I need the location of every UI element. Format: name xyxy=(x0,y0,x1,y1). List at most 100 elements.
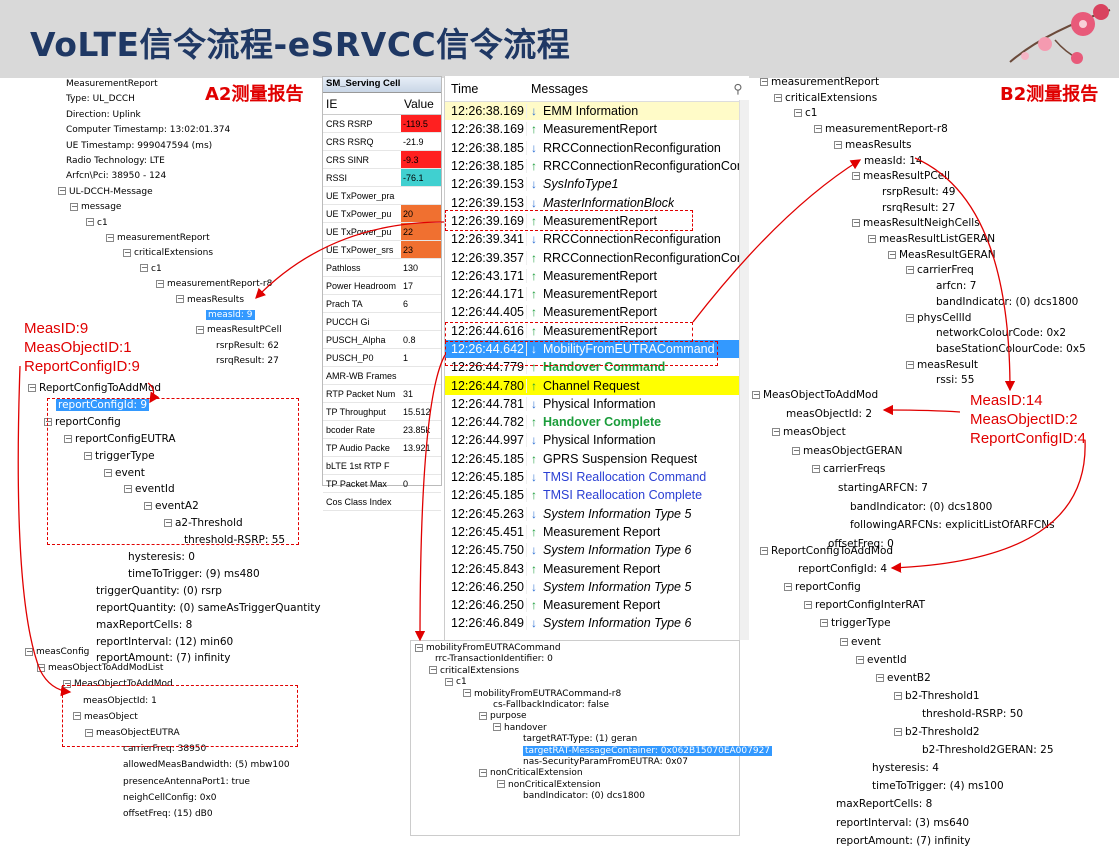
param-row[interactable]: bLTE 1st RTP F xyxy=(323,457,441,475)
message-row[interactable]: 12:26:44.642↓MobilityFromEUTRACommand xyxy=(445,339,749,359)
tree-node[interactable]: Radio Technology: LTE xyxy=(66,156,165,166)
collapse-icon[interactable]: − xyxy=(792,445,800,455)
collapse-icon[interactable]: − xyxy=(86,217,94,227)
param-row[interactable]: Cos Class Index xyxy=(323,493,441,511)
tree-node[interactable]: measObjectId: 1 xyxy=(83,696,157,706)
collapse-icon[interactable]: − xyxy=(814,124,822,134)
tree-node[interactable]: −event xyxy=(840,636,881,648)
collapse-icon[interactable]: − xyxy=(106,232,114,242)
tree-node[interactable]: reportAmount: (7) infinity xyxy=(96,652,231,664)
tree-node[interactable]: networkColourCode: 0x2 xyxy=(936,327,1066,339)
collapse-icon[interactable]: − xyxy=(772,427,780,437)
collapse-icon[interactable]: − xyxy=(70,201,78,211)
tree-node[interactable]: −carrierFreqs xyxy=(812,463,885,475)
tree-node[interactable]: measObjectId: 2 xyxy=(786,408,872,420)
tree-node[interactable]: −MeasResultGERAN xyxy=(888,249,996,261)
tree-node[interactable]: offsetFreq: (15) dB0 xyxy=(123,809,213,819)
collapse-icon[interactable]: − xyxy=(156,278,164,288)
message-row[interactable]: 12:26:44.616↑MeasurementReport xyxy=(445,322,749,340)
tree-node[interactable]: measId: 9 xyxy=(206,310,255,320)
tree-node[interactable]: Arfcn\Pci: 38950 - 124 xyxy=(66,171,166,181)
message-row[interactable]: 12:26:38.185↑RRCConnectionReconfiguratio… xyxy=(445,157,749,175)
tree-node[interactable]: hysteresis: 0 xyxy=(128,551,195,563)
tree-node[interactable]: −purpose xyxy=(479,711,527,721)
tree-node[interactable]: −eventId xyxy=(124,483,175,495)
collapse-icon[interactable]: − xyxy=(429,665,437,675)
tree-node[interactable]: targetRAT-Type: (1) geran xyxy=(523,734,637,744)
collapse-icon[interactable]: − xyxy=(415,642,423,652)
collapse-icon[interactable]: − xyxy=(104,467,112,477)
message-row[interactable]: 12:26:46.849↓System Information Type 6 xyxy=(445,614,749,632)
tree-node[interactable]: −measResult xyxy=(906,359,978,371)
message-row[interactable]: 12:26:39.341↓RRCConnectionReconfiguratio… xyxy=(445,230,749,248)
tree-node[interactable]: arfcn: 7 xyxy=(936,280,976,292)
tree-node[interactable]: −measResultListGERAN xyxy=(868,233,995,245)
tree-node[interactable]: −ReportConfigToAddMod xyxy=(28,382,161,394)
column-header-value[interactable]: Value xyxy=(404,96,434,111)
tree-node[interactable]: allowedMeasBandwidth: (5) mbw100 xyxy=(123,760,290,770)
tree-node[interactable]: MeasurementReport xyxy=(66,79,158,89)
collapse-icon[interactable]: − xyxy=(812,464,820,474)
tree-node[interactable]: −measObjectToAddModList xyxy=(37,663,163,673)
tree-node[interactable]: reportAmount: (7) infinity xyxy=(836,835,971,847)
collapse-icon[interactable]: − xyxy=(497,779,505,789)
message-row[interactable]: 12:26:38.169↓EMM Information xyxy=(445,102,749,121)
collapse-icon[interactable]: − xyxy=(124,484,132,494)
collapse-icon[interactable]: − xyxy=(784,582,792,592)
tree-node[interactable]: rsrqResult: 27 xyxy=(882,202,955,214)
message-list-scrollbar[interactable] xyxy=(739,100,749,640)
tree-node[interactable]: −measResults xyxy=(176,295,244,305)
tree-node[interactable]: −criticalExtensions xyxy=(429,666,519,676)
tree-node[interactable]: −measConfig xyxy=(25,647,89,657)
collapse-icon[interactable]: − xyxy=(140,263,148,273)
tree-node[interactable]: reportConfigId: 9 xyxy=(56,398,150,411)
collapse-icon[interactable]: − xyxy=(176,294,184,304)
tree-node[interactable]: cs-FallbackIndicator: false xyxy=(493,700,609,710)
collapse-icon[interactable]: − xyxy=(84,450,92,460)
param-row[interactable]: UE TxPower_pra xyxy=(323,187,441,205)
collapse-icon[interactable]: − xyxy=(774,92,782,102)
tree-node[interactable]: Type: UL_DCCH xyxy=(66,94,135,104)
tree-node[interactable]: startingARFCN: 7 xyxy=(838,482,928,494)
tree-node[interactable]: −UL-DCCH-Message xyxy=(58,187,153,197)
tree-node[interactable]: −c1 xyxy=(445,677,467,687)
tree-node[interactable]: −criticalExtensions xyxy=(774,92,877,104)
message-row[interactable]: 12:26:44.779↑Handover Command xyxy=(445,358,749,376)
message-row[interactable]: 12:26:46.250↑Measurement Report xyxy=(445,596,749,614)
message-row[interactable]: 12:26:45.263↓System Information Type 5 xyxy=(445,505,749,523)
param-row[interactable]: CRS RSRP-119.5 xyxy=(323,115,441,133)
tab-serving-cell[interactable]: SM_Serving Cell xyxy=(323,77,441,93)
tree-node[interactable]: bandIndicator: (0) dcs1800 xyxy=(936,296,1078,308)
message-row[interactable]: 12:26:45.750↓System Information Type 6 xyxy=(445,541,749,559)
collapse-icon[interactable]: − xyxy=(463,688,471,698)
collapse-icon[interactable]: − xyxy=(804,600,812,610)
tree-node[interactable]: −physCellId xyxy=(906,312,971,324)
column-header-ie[interactable]: IE xyxy=(326,96,338,111)
collapse-icon[interactable]: − xyxy=(906,359,914,369)
tree-node[interactable]: −c1 xyxy=(86,218,108,228)
tree-node[interactable]: timeToTrigger: (4) ms100 xyxy=(872,780,1004,792)
tree-node[interactable]: offsetFreq: 0 xyxy=(828,538,894,550)
message-row[interactable]: 12:26:43.171↑MeasurementReport xyxy=(445,267,749,285)
collapse-icon[interactable]: − xyxy=(852,171,860,181)
tree-node[interactable]: −eventB2 xyxy=(876,672,931,684)
collapse-icon[interactable]: − xyxy=(58,186,66,196)
tree-node[interactable]: −ReportConfigToAddMod xyxy=(760,545,893,557)
tree-node[interactable]: triggerQuantity: (0) rsrp xyxy=(96,585,222,597)
tree-node[interactable]: −mobilityFromEUTRACommand xyxy=(415,643,561,653)
tree-node[interactable]: −measResults xyxy=(834,139,912,151)
tree-node[interactable]: −mobilityFromEUTRACommand-r8 xyxy=(463,689,621,699)
tree-node[interactable]: rsrpResult: 49 xyxy=(882,186,955,198)
collapse-icon[interactable]: − xyxy=(876,672,884,682)
collapse-icon[interactable]: − xyxy=(888,249,896,259)
tree-node[interactable]: reportConfigId: 4 xyxy=(798,563,887,575)
tree-node[interactable]: −MeasObjectToAddMod xyxy=(752,389,878,401)
collapse-icon[interactable]: − xyxy=(820,618,828,628)
